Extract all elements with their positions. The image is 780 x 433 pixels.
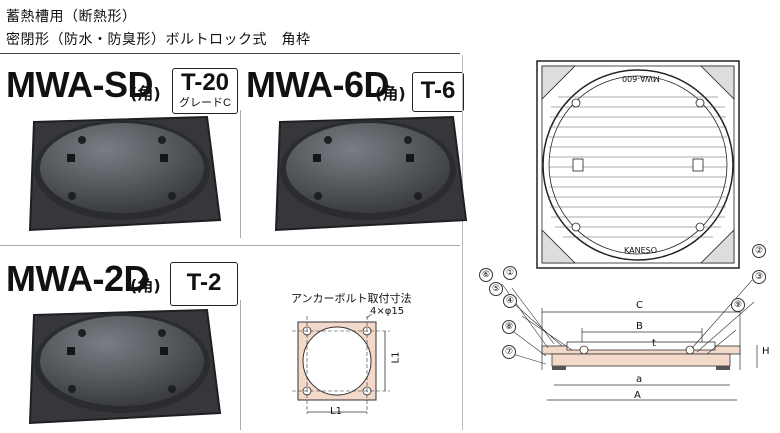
product-shape-2d: (角) [130,276,161,295]
load-grade-sd: グレードC [179,97,231,109]
product-photo-6d [274,115,468,232]
separator-vertical-1 [240,110,241,238]
separator-vertical-2 [240,300,241,430]
load-badge-2d: T-2 [170,262,238,306]
callout-3: ③ [752,270,766,284]
product-shape-6d: (角) [375,84,406,103]
product-model-6d: MWA-6D [246,64,390,105]
anchor-title: アンカーボルト取付寸法 [291,292,412,305]
header-line-1: 蓄熱槽用（断熱形） [6,9,137,25]
separator-horizontal-1 [0,245,460,246]
product-model-sd: MWA-SD [6,64,153,105]
load-class-sd: T-20 [180,69,230,96]
anchor-dim-horizontal: L1 [330,406,342,417]
anchor-diagram [292,314,390,414]
callout-7: ⑦ [502,345,516,359]
product-model-2d: MWA-2D [6,258,150,299]
dim-h: H [762,346,770,357]
dim-b: B [636,321,643,332]
separator-vertical-3 [462,55,463,430]
callout-6: ⑥ [479,268,493,282]
anchor-dim-vertical: L1 [390,351,402,364]
load-badge-sd: T-20 グレードC [172,68,238,114]
dim-a-large: A [634,390,641,401]
callout-9: ⑨ [731,298,745,312]
product-photo-sd [28,115,222,232]
callout-4: ④ [503,294,517,308]
dim-c: C [636,300,643,311]
callout-1: ① [503,266,517,280]
cover-text-top: MWA-600 [622,74,660,83]
section-drawing [501,280,758,401]
dim-t: t [652,338,656,349]
callout-8: ⑧ [502,320,516,334]
load-badge-6d: T-6 [412,72,464,112]
load-class-2d: T-2 [186,269,222,296]
anchor-bolt-spec: 4×φ15 [370,306,405,317]
header-divider [0,53,460,54]
cover-text-bottom: KANESO [624,246,657,255]
product-photo-2d [28,308,222,425]
callout-5: ⑤ [489,282,503,296]
dim-a-small: a [636,374,643,385]
load-class-6d: T-6 [420,77,456,104]
product-shape-sd: (角) [130,84,161,103]
top-view-drawing [536,60,740,269]
callout-2: ② [752,244,766,258]
header-line-2: 密閉形（防水・防臭形）ボルトロック式 角枠 [6,32,311,48]
